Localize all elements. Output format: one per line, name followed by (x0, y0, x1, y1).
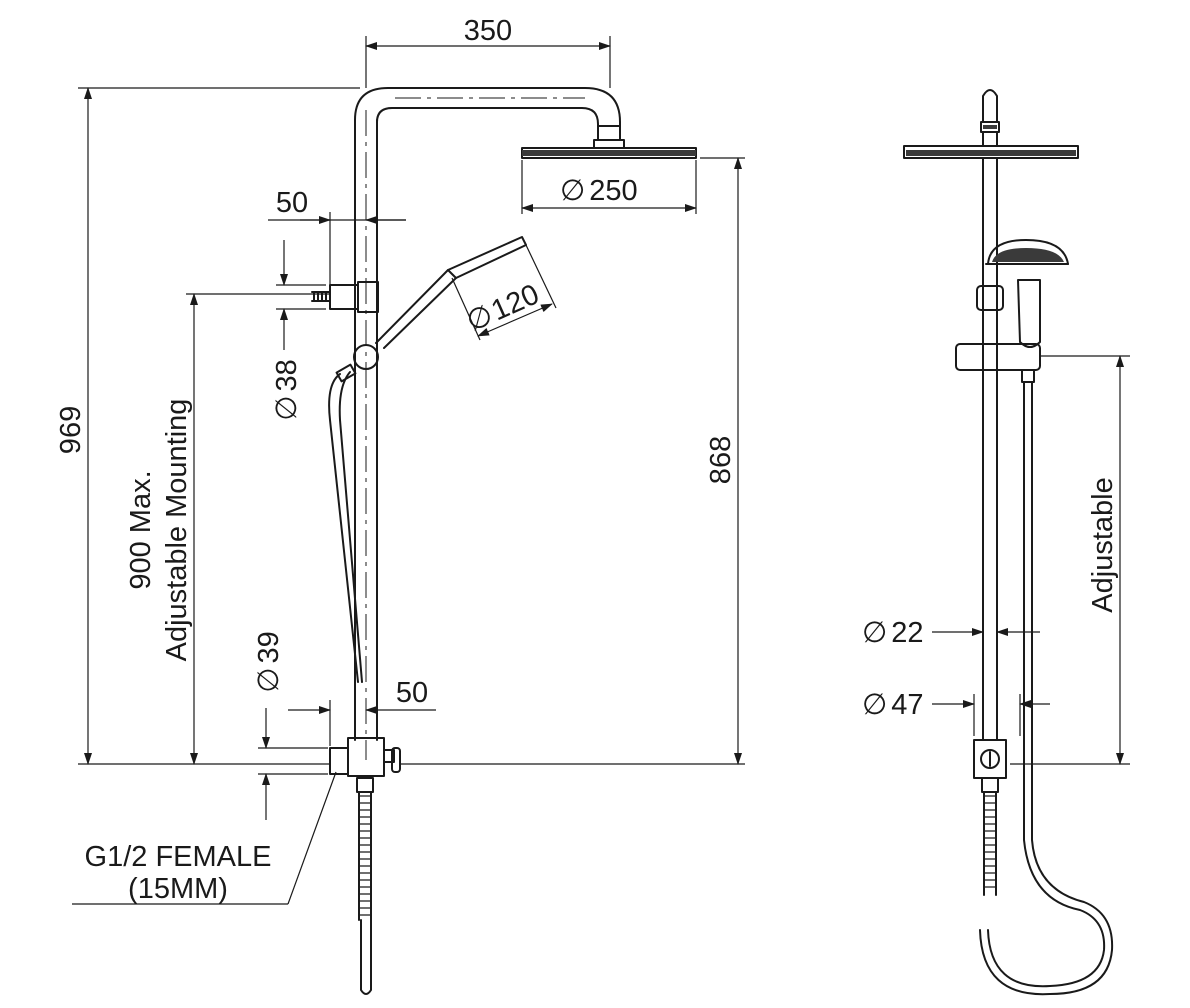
dim-arm-length: 350 (464, 15, 512, 47)
hose-upper-outer (328, 373, 359, 683)
bracket-diameter-value: 38 (271, 359, 303, 391)
slider-knob-icon (353, 344, 379, 370)
upper-bracket-clamp (357, 281, 379, 313)
side-diverter-knob-icon (980, 749, 1000, 769)
side-slider-connector (1021, 369, 1035, 383)
head-diameter-value: 250 (589, 175, 637, 207)
side-connector-neck (982, 131, 998, 147)
dim-bracket-offset-upper: 50 (276, 187, 308, 219)
diameter-symbol-icon: ∅ (862, 617, 887, 649)
ext-120-left (451, 277, 481, 341)
side-shower-head (903, 145, 1079, 159)
side-connector-band (983, 125, 997, 129)
dim-mounting-line1: 900 Max. (125, 470, 157, 589)
dim-head-height: 868 (705, 436, 737, 484)
side-hose-outer (987, 381, 1106, 988)
dim-bracket-diameter: ∅ 38 (271, 359, 303, 421)
hose-coil (359, 795, 371, 916)
dim-head-diameter: ∅250 (560, 175, 638, 207)
diameter-symbol-icon: ∅ (253, 668, 285, 693)
side-lower-connector (981, 777, 999, 793)
side-body-diameter-value: 47 (891, 689, 923, 721)
leader-inlet (287, 771, 337, 905)
dim-mounting-line2: Adjustable Mounting (161, 399, 193, 662)
ext-120-right (525, 244, 557, 309)
side-bracket (976, 285, 1004, 311)
dim-hand-diameter: ∅120 (462, 278, 544, 338)
side-hand-handle (1017, 279, 1041, 348)
arm-outer (354, 87, 621, 129)
side-hand-head-icon (987, 239, 1069, 265)
diverter-inlet (329, 747, 349, 775)
side-slider (955, 343, 1041, 371)
front-view: 350 969 900 Max. Adjustable Mounting 868… (55, 15, 745, 995)
side-hose-coil-edges (983, 791, 997, 896)
lower-hose-connector (356, 777, 374, 793)
dim-side-body-diameter: ∅47 (862, 689, 924, 721)
hose-connector (335, 363, 357, 383)
arm-inner (376, 107, 599, 129)
hand-shower-joint (447, 269, 457, 279)
diameter-symbol-icon: ∅ (862, 689, 887, 721)
side-rail-diameter-value: 22 (891, 617, 923, 649)
dim-side-adjustable: Adjustable (1087, 477, 1119, 612)
side-shower-head-face (906, 150, 1076, 156)
diverter-knob-icon (391, 747, 401, 773)
dim-side-rail-diameter: ∅22 (862, 617, 924, 649)
head-connector (597, 125, 621, 141)
diverter-stem (383, 749, 395, 763)
screw-icon (311, 291, 331, 302)
inlet-label-line2: (15MM) (128, 873, 228, 905)
hand-diameter-value: 120 (487, 278, 544, 327)
diameter-symbol-icon: ∅ (271, 396, 303, 421)
side-hand-head-face (992, 248, 1064, 262)
hand-shower-front (375, 236, 527, 349)
diameter-symbol-icon: ∅ (560, 175, 585, 207)
dim-diverter-offset: 50 (396, 677, 428, 709)
hose-lower-edges (358, 791, 372, 921)
side-view: ∅22 ∅47 Adjustable (862, 89, 1130, 996)
upper-bracket-plate (329, 284, 359, 310)
dim-line-120 (477, 303, 553, 337)
hose-upper-inner (338, 371, 363, 683)
shower-head-face (522, 150, 696, 156)
side-arm-top (982, 89, 998, 123)
dim-diverter-diameter: ∅ 39 (253, 631, 285, 693)
head-nut (593, 139, 625, 149)
dim-total-height: 969 (55, 406, 87, 454)
diverter-diameter-value: 39 (253, 631, 285, 663)
hose-end (360, 919, 372, 995)
inlet-label-line1: G1/2 FEMALE (85, 841, 272, 873)
side-hose-coil (984, 795, 996, 888)
side-hose-inner (979, 381, 1114, 996)
